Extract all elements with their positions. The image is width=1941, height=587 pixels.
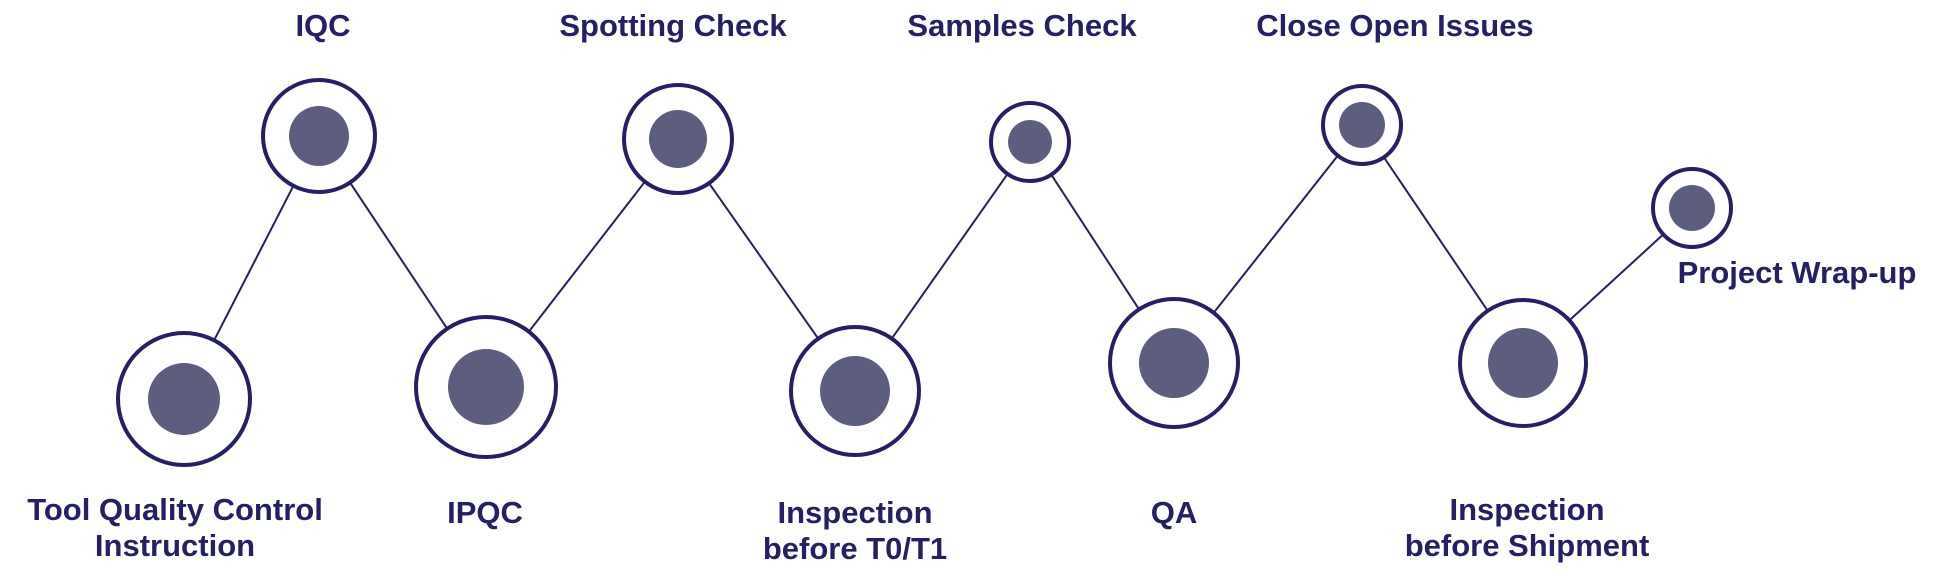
label-line: Close Open Issues [1256, 8, 1533, 43]
label-line: Samples Check [907, 8, 1137, 43]
node-spotting-check [622, 83, 734, 195]
label-line: Spotting Check [559, 8, 787, 43]
label-line: before T0/T1 [763, 531, 947, 566]
node-qa [1108, 297, 1240, 429]
label-line: Inspection [777, 495, 932, 530]
label-line: Instruction [95, 528, 255, 563]
node-samples-check [989, 101, 1071, 183]
connector-line-4 [708, 182, 820, 340]
node-dot [649, 110, 707, 168]
label-spotting-check: Spotting Check [559, 8, 787, 43]
node-dot [289, 106, 349, 166]
connector-line-2 [349, 182, 449, 330]
connector-line-8 [1383, 156, 1489, 312]
node-dot [1008, 120, 1052, 164]
label-iqc: IQC [295, 8, 350, 43]
label-samples-check: Samples Check [907, 8, 1137, 43]
connector-line-5 [890, 173, 1009, 340]
node-project-wrap-up [1651, 167, 1733, 249]
connector-line-1 [213, 185, 295, 341]
node-dot [448, 349, 524, 425]
label-line: Project Wrap-up [1678, 255, 1917, 290]
node-dot [1339, 102, 1385, 148]
connector-line-9 [1568, 233, 1664, 322]
node-dot [1139, 328, 1209, 398]
node-iqc [261, 78, 377, 194]
node-inspection-before-t0-t1 [789, 325, 921, 457]
node-tool-quality-control-instruction [116, 331, 252, 467]
connector-line-7 [1212, 154, 1339, 314]
node-ipqc [414, 315, 558, 459]
node-inspection-before-shipment [1458, 298, 1588, 428]
label-line: IQC [295, 8, 350, 43]
node-dot [148, 363, 220, 435]
label-line: QA [1151, 495, 1198, 530]
label-line: Tool Quality Control [27, 492, 323, 527]
node-dot [1488, 328, 1558, 398]
label-line: Inspection [1449, 492, 1604, 527]
label-project-wrap-up: Project Wrap-up [1678, 255, 1917, 290]
node-dot [820, 356, 890, 426]
label-line: before Shipment [1405, 528, 1650, 563]
connector-line-6 [1050, 174, 1140, 310]
connector-line-3 [528, 181, 646, 333]
process-nodes [116, 78, 1733, 467]
label-qa: QA [1151, 495, 1198, 530]
label-line: IPQC [447, 495, 523, 530]
node-dot [1669, 185, 1715, 231]
label-ipqc: IPQC [447, 495, 523, 530]
connector-lines [213, 154, 1664, 341]
label-close-open-issues: Close Open Issues [1256, 8, 1533, 43]
node-close-open-issues [1321, 84, 1403, 166]
